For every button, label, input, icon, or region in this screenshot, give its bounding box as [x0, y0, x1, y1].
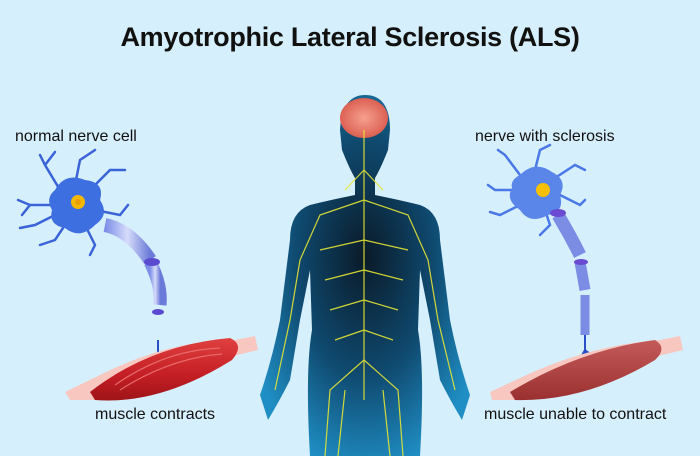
- normal-neuron: [16, 148, 130, 257]
- sclerosis-nerve-label: nerve with sclerosis: [475, 128, 615, 145]
- nerve-network: [274, 130, 456, 456]
- muscle-contracts-label: muscle contracts: [95, 406, 216, 423]
- diagram-title: Amyotrophic Lateral Sclerosis (ALS): [120, 22, 580, 52]
- weak-muscle: [490, 336, 683, 401]
- muscle-unable-label: muscle unable to contract: [484, 406, 667, 423]
- sclerosis-neuron: [486, 143, 587, 237]
- brain: [340, 98, 388, 138]
- normal-axon: [103, 218, 173, 373]
- normal-nerve-cell-label: normal nerve cell: [15, 128, 137, 145]
- human-body: [260, 95, 470, 456]
- contracting-muscle: [65, 336, 258, 401]
- damaged-axon: [550, 209, 601, 373]
